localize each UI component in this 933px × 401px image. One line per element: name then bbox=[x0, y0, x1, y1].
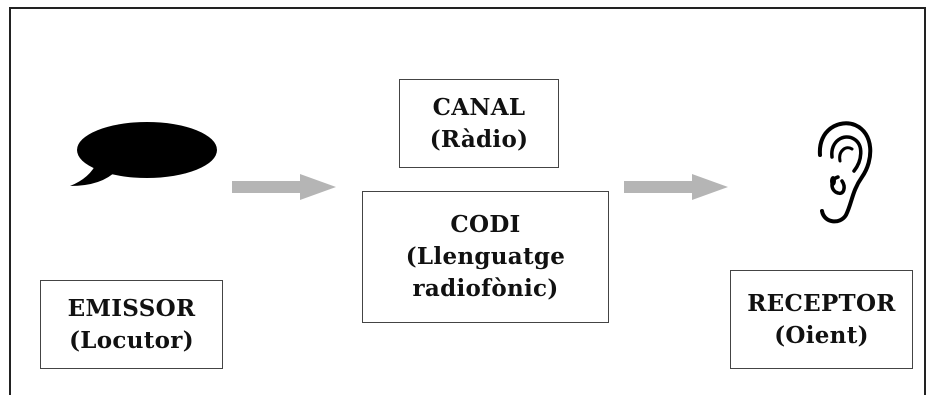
arrow-right-icon bbox=[624, 174, 728, 200]
receptor-box: RECEPTOR (Oient) bbox=[730, 270, 913, 369]
receptor-title: RECEPTOR bbox=[747, 289, 896, 317]
canal-box: CANAL (Ràdio) bbox=[399, 79, 559, 168]
codi-line-3: radiofònic) bbox=[412, 275, 559, 302]
diagram-frame bbox=[9, 7, 926, 395]
receptor-subtitle: (Oient) bbox=[774, 321, 869, 349]
codi-line-2: (Llenguatge bbox=[405, 243, 566, 270]
arrow-right-icon bbox=[232, 174, 336, 200]
speech-bubble-icon bbox=[70, 122, 217, 186]
ear-icon bbox=[817, 121, 873, 224]
canal-subtitle: (Ràdio) bbox=[429, 125, 529, 153]
emissor-box: EMISSOR (Locutor) bbox=[40, 280, 223, 369]
codi-title: CODI bbox=[450, 211, 521, 238]
codi-box: CODI (Llenguatge radiofònic) bbox=[362, 191, 609, 323]
canal-title: CANAL bbox=[432, 93, 526, 121]
emissor-title: EMISSOR bbox=[67, 294, 196, 322]
emissor-subtitle: (Locutor) bbox=[69, 326, 194, 354]
